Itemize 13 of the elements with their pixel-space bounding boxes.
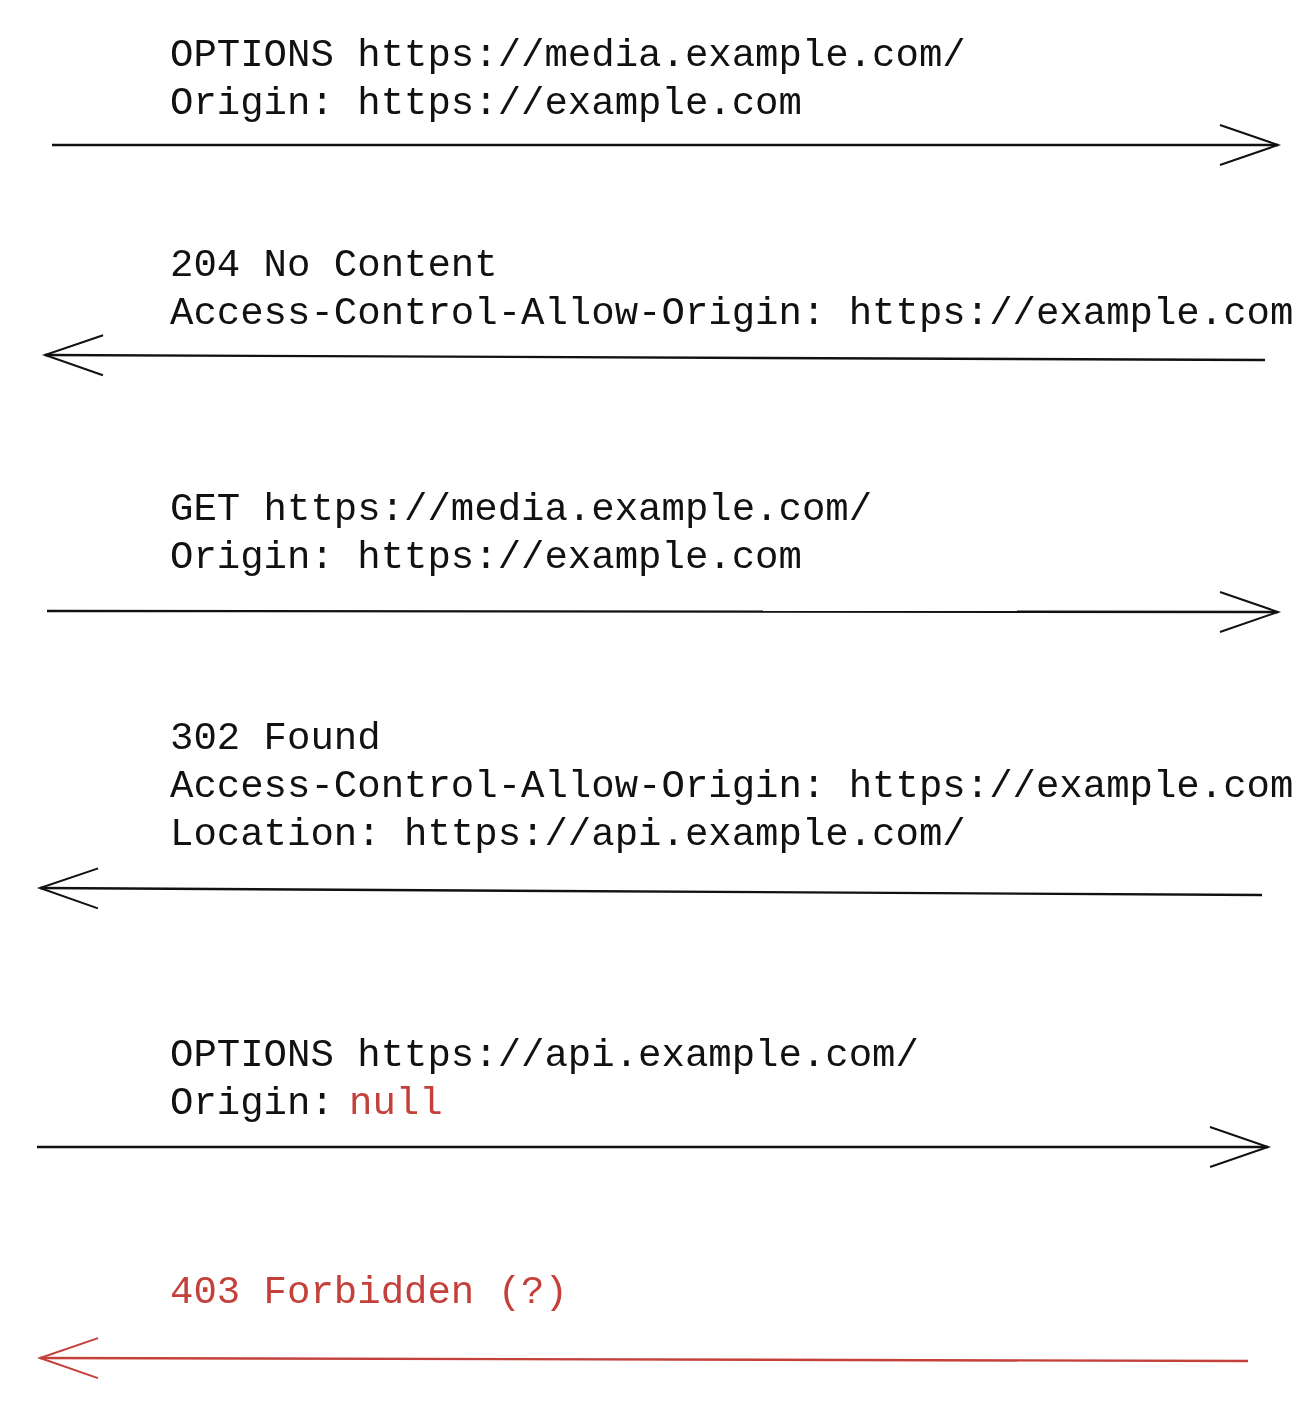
http-message-line: OPTIONS https://api.example.com/ xyxy=(170,1033,919,1079)
http-message-line: GET https://media.example.com/ xyxy=(170,487,873,533)
http-message-line: Access-Control-Allow-Origin: https://example.com xyxy=(170,291,1294,337)
http-message-line: Origin: https://example.com xyxy=(170,535,802,581)
http-message-line: null xyxy=(349,1081,443,1127)
http-message-line: Origin: https://example.com xyxy=(170,81,802,127)
http-message-line: Origin: xyxy=(170,1081,334,1127)
http-message-line: 204 No Content xyxy=(170,243,498,289)
http-message-line: Access-Control-Allow-Origin: https://example.com xyxy=(170,764,1294,810)
http-message-line: 403 Forbidden (?) xyxy=(170,1270,568,1316)
http-message-line: Location: https://api.example.com/ xyxy=(170,812,966,858)
http-message-line: 302 Found xyxy=(170,716,381,762)
http-message-line: OPTIONS https://media.example.com/ xyxy=(170,33,966,79)
